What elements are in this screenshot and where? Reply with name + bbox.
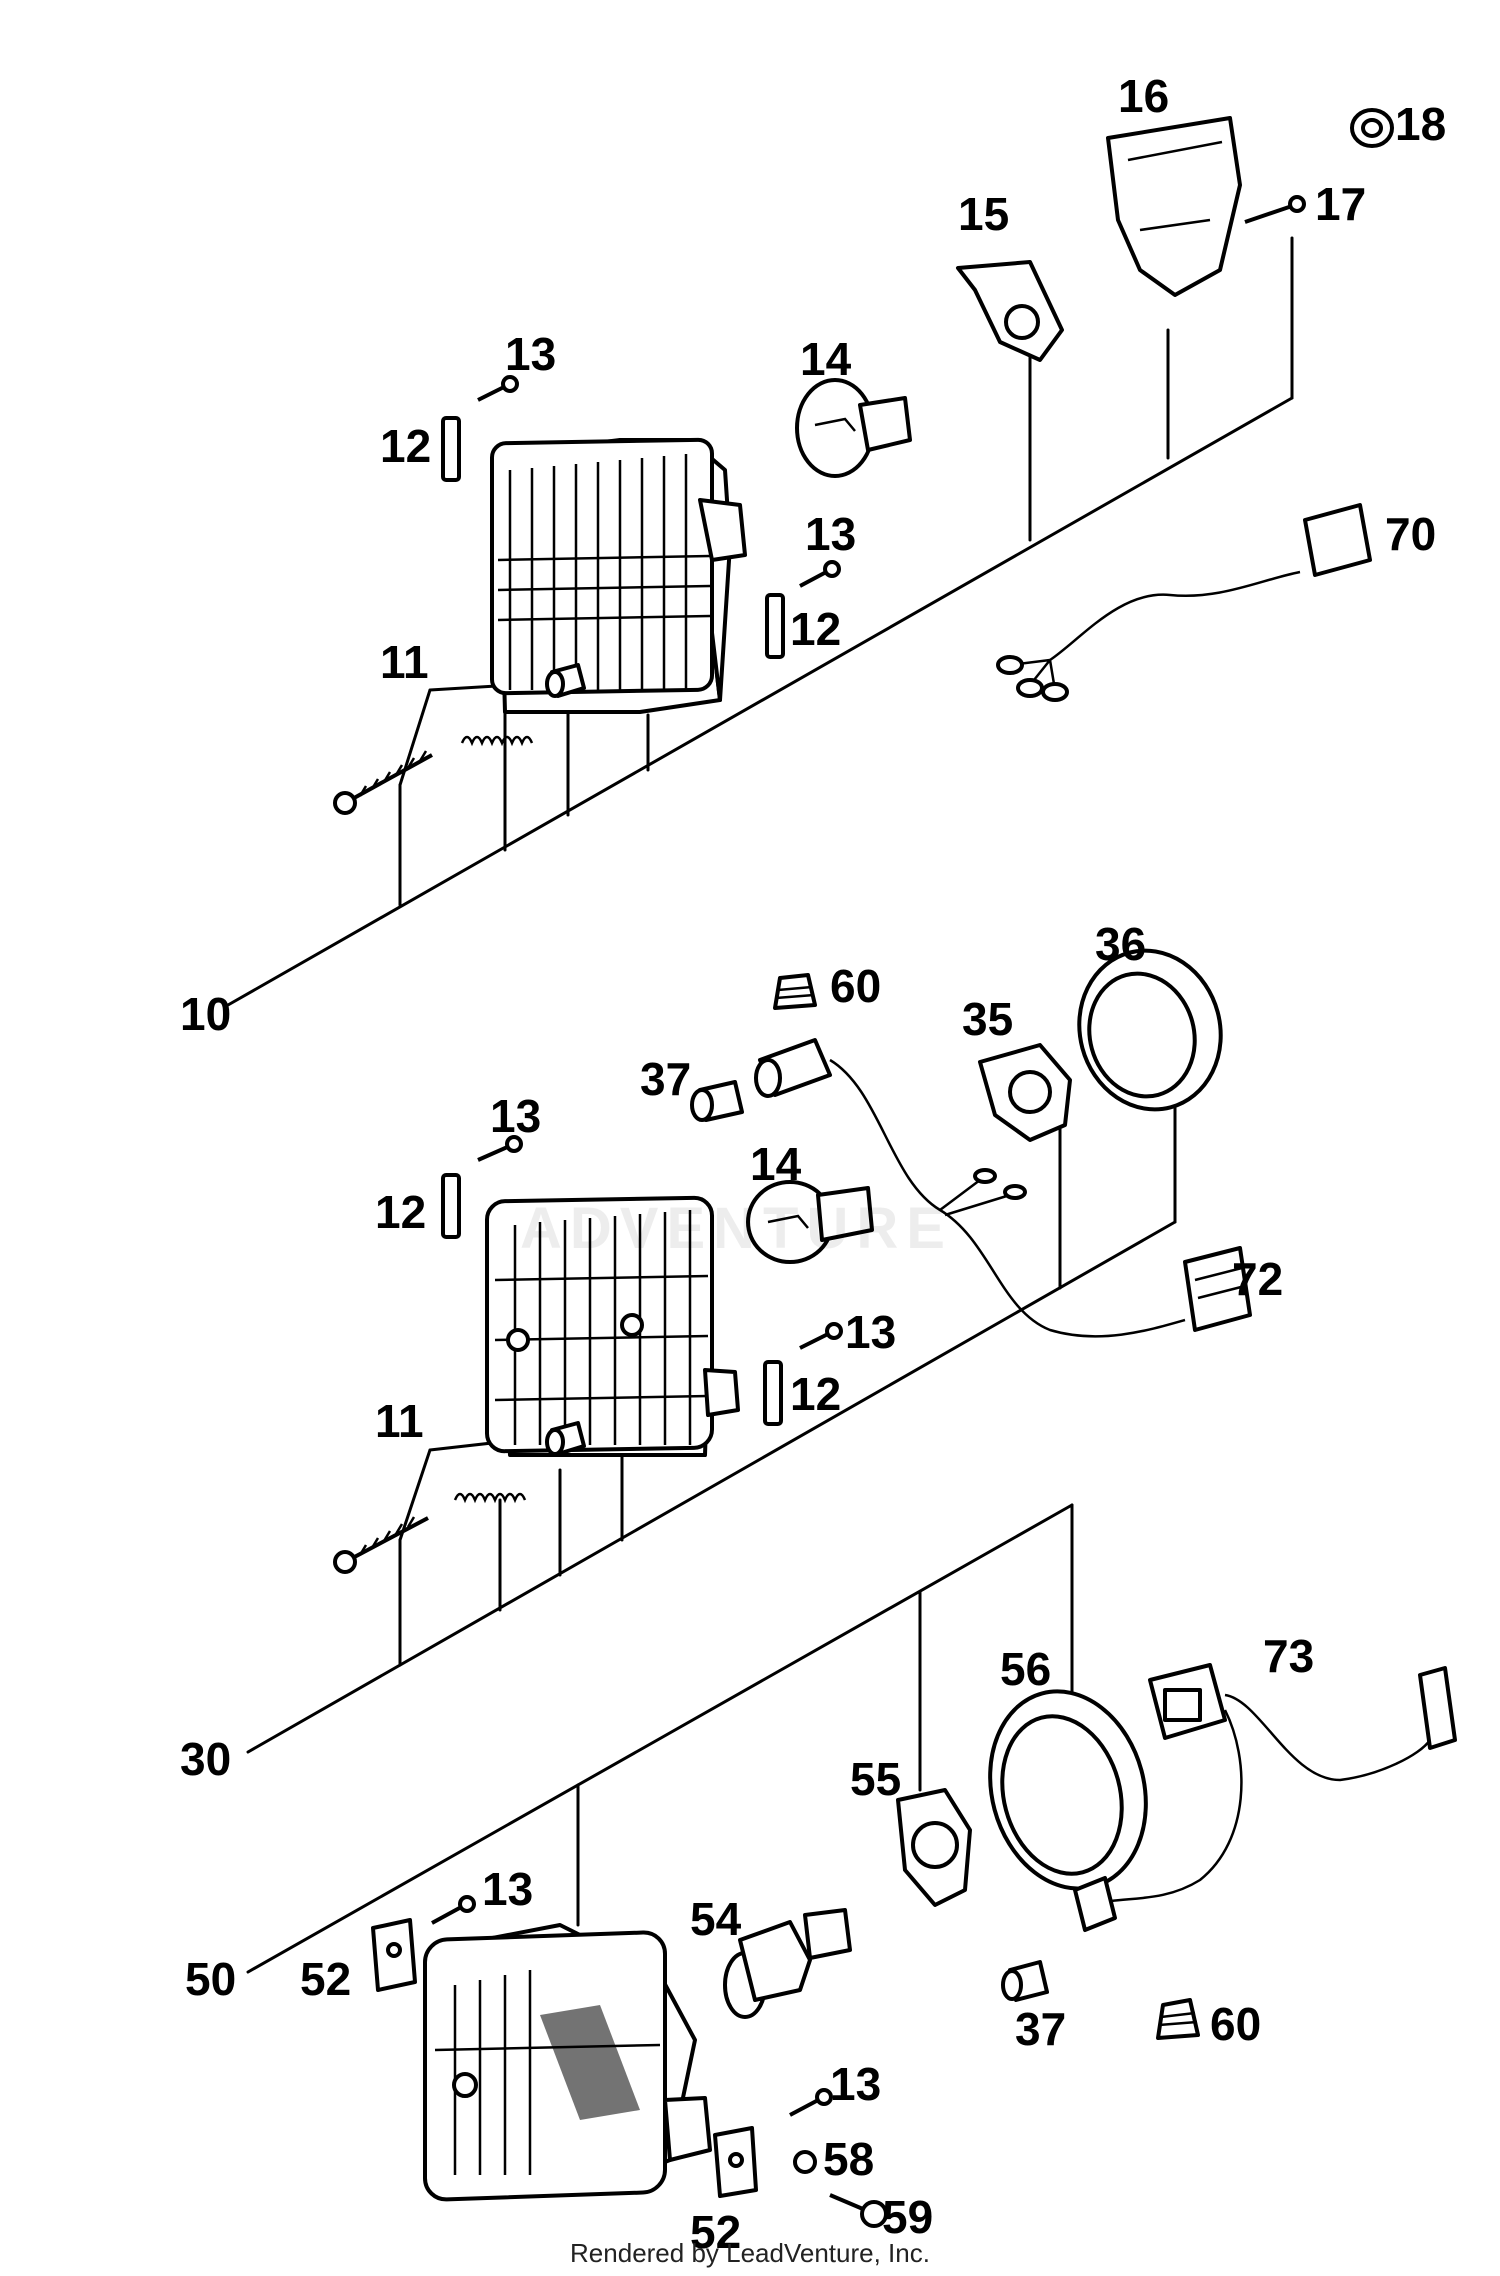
wiring-harness-73 — [1073, 1663, 1457, 1932]
screw-13c — [477, 1135, 523, 1162]
bracket-12d — [763, 1360, 783, 1426]
bulb-holder-15 — [956, 260, 1064, 362]
label-14b: 14 — [750, 1138, 802, 1190]
label-13b: 13 — [805, 508, 856, 560]
label-12b: 12 — [790, 603, 841, 655]
bracket-12c — [441, 1173, 461, 1239]
label-11b: 11 — [375, 1395, 424, 1447]
nut-11 — [545, 663, 586, 698]
label-14a: 14 — [800, 333, 852, 385]
assembly-10: 10 11 12 13 13 12 14 15 16 17 18 70 — [180, 70, 1446, 1040]
footer-credit: Rendered by LeadVenture, Inc. — [570, 2238, 930, 2268]
label-72: 72 — [1232, 1253, 1283, 1305]
label-37b: 37 — [1015, 2003, 1066, 2055]
label-13a: 13 — [505, 328, 556, 380]
adjuster-screw-11 — [333, 750, 433, 815]
bulb-14b — [746, 1180, 874, 1264]
headlight-50 — [423, 1923, 712, 2202]
rubber-cap-60a — [773, 973, 817, 1010]
assembly-50: 50 52 13 54 55 56 73 37 60 13 58 59 52 — [185, 1503, 1457, 2258]
bracket-12a — [441, 416, 461, 482]
grommet-18 — [1350, 108, 1394, 148]
label-12d: 12 — [790, 1368, 841, 1420]
nut-11b — [545, 1421, 586, 1456]
label-15: 15 — [958, 188, 1009, 240]
label-52a: 52 — [300, 1953, 351, 2005]
bulb-holder-35 — [978, 1043, 1072, 1142]
cover-16 — [1106, 116, 1242, 297]
bulb-14a — [795, 378, 912, 478]
screw-17 — [1244, 195, 1306, 224]
label-73: 73 — [1263, 1630, 1314, 1682]
label-60b: 60 — [1210, 1998, 1261, 2050]
bulb-54 — [723, 1908, 852, 2019]
screw-13f — [789, 2088, 833, 2117]
label-70: 70 — [1385, 508, 1436, 560]
headlight-10 — [490, 437, 747, 714]
label-12c: 12 — [375, 1186, 426, 1238]
label-58: 58 — [823, 2133, 874, 2185]
label-10: 10 — [180, 988, 231, 1040]
label-16: 16 — [1118, 70, 1169, 122]
screw-13d — [799, 1322, 843, 1350]
screw-13b — [799, 560, 841, 588]
label-50: 50 — [185, 1953, 236, 2005]
label-56: 56 — [1000, 1643, 1051, 1695]
label-18: 18 — [1395, 98, 1446, 150]
screw-13a — [477, 375, 519, 402]
bracket-52a — [371, 1918, 417, 1992]
bulb-37b — [1001, 1960, 1049, 2002]
label-13c: 13 — [490, 1090, 541, 1142]
label-54: 54 — [690, 1893, 742, 1945]
rubber-cap-60b — [1156, 1998, 1200, 2040]
label-13d: 13 — [845, 1306, 896, 1358]
label-60a: 60 — [830, 960, 881, 1012]
bracket-52b — [713, 2126, 758, 2198]
reflector-ring-36 — [1077, 948, 1223, 1112]
bolt-59 — [829, 2193, 888, 2228]
label-36: 36 — [1095, 918, 1146, 970]
spring-11 — [460, 735, 534, 747]
label-35: 35 — [962, 993, 1013, 1045]
assembly-30: 30 11 12 13 13 12 14 37 60 35 36 72 — [180, 918, 1283, 1785]
wiring-harness-70 — [996, 503, 1372, 702]
label-12a: 12 — [380, 420, 431, 472]
adjuster-screw-11b — [333, 1516, 429, 1574]
bracket-12b — [765, 593, 785, 659]
label-17: 17 — [1315, 178, 1366, 230]
screw-13e — [431, 1895, 476, 1925]
label-13e: 13 — [482, 1863, 533, 1915]
label-37a: 37 — [640, 1053, 691, 1105]
label-52b: 52 — [690, 2206, 741, 2258]
nut-58 — [793, 2150, 817, 2174]
spring-11b — [453, 1492, 527, 1504]
label-59: 59 — [882, 2191, 933, 2243]
label-13f: 13 — [830, 2058, 881, 2110]
label-55: 55 — [850, 1753, 901, 1805]
reflector-ring-56 — [988, 1689, 1148, 1891]
bulb-holder-55 — [896, 1788, 972, 1907]
label-11a: 11 — [380, 636, 429, 688]
bulb-37a — [690, 1080, 744, 1122]
headlight-30 — [485, 1195, 740, 1457]
watermark: ADVENTURE — [520, 1196, 953, 1261]
label-30: 30 — [180, 1733, 231, 1785]
socket-wire-72 — [754, 1038, 1252, 1338]
